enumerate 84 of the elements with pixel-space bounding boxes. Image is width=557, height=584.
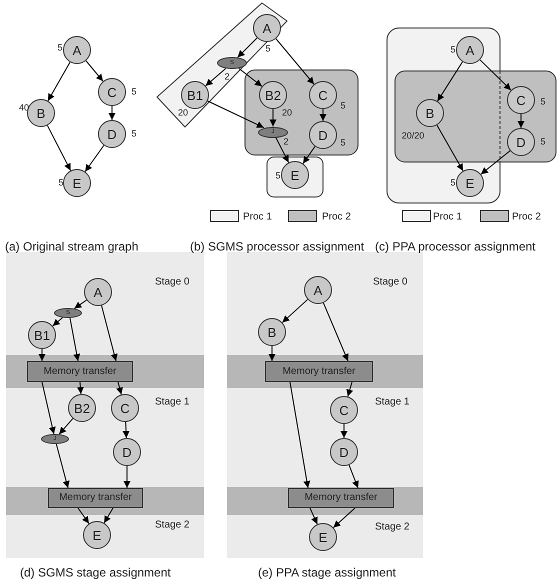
arrow bbox=[436, 124, 464, 172]
stage-label: Stage 2 bbox=[155, 520, 190, 530]
arrow bbox=[85, 60, 104, 82]
stage-label: Stage 1 bbox=[375, 396, 410, 408]
rate-label: 5 bbox=[540, 138, 546, 146]
arrow bbox=[42, 382, 56, 435]
arrow bbox=[104, 508, 114, 524]
transfer-box: Memory transfer bbox=[48, 488, 143, 508]
arrow bbox=[52, 317, 64, 326]
rate-label: 40 bbox=[19, 104, 29, 112]
node-circle: C bbox=[98, 78, 126, 106]
legend-label: Proc 1 bbox=[433, 212, 462, 222]
stage-label: Stage 0 bbox=[373, 276, 408, 288]
rate-label: 2 bbox=[284, 138, 288, 146]
legend-label: Proc 1 bbox=[243, 212, 272, 222]
node-circle: D bbox=[98, 120, 126, 148]
rate-label: 5 bbox=[340, 102, 346, 110]
arrow bbox=[237, 37, 258, 58]
arrow bbox=[78, 508, 90, 524]
rate-label: 20/20 bbox=[402, 132, 424, 140]
node-circle: E bbox=[63, 169, 91, 197]
stage-label: Stage 1 bbox=[155, 396, 190, 408]
caption: (e) PPA stage assignment bbox=[258, 566, 396, 580]
arrow bbox=[124, 466, 130, 488]
legend-label: Proc 2 bbox=[322, 212, 351, 222]
arrow bbox=[480, 59, 512, 91]
arrow bbox=[84, 144, 104, 172]
arrow bbox=[116, 382, 123, 395]
node-circle: B bbox=[27, 99, 55, 127]
caption: (b) SGMS processor assignment bbox=[190, 240, 364, 254]
arrow bbox=[108, 106, 116, 120]
rate-label: 2 bbox=[224, 72, 230, 82]
arrow bbox=[320, 108, 326, 122]
rate-label: 20 bbox=[178, 108, 188, 118]
arrow bbox=[268, 346, 276, 362]
arrow bbox=[275, 38, 315, 85]
stage-label: Stage 0 bbox=[155, 276, 190, 288]
arrow bbox=[46, 124, 72, 172]
rate-label: 5 bbox=[266, 44, 270, 54]
rate-label: 5 bbox=[132, 88, 136, 96]
arrow bbox=[322, 302, 348, 362]
arrow bbox=[58, 418, 74, 435]
arrow bbox=[346, 382, 354, 398]
arrow bbox=[270, 108, 276, 127]
arrow bbox=[518, 114, 524, 128]
arrow bbox=[122, 421, 130, 439]
arrow bbox=[290, 382, 310, 488]
arrow bbox=[340, 424, 348, 438]
arrow bbox=[282, 298, 308, 324]
transfer-box: Memory transfer bbox=[288, 488, 394, 508]
rate-label: 5 bbox=[450, 46, 456, 54]
rate-label: 5 bbox=[58, 178, 64, 188]
caption: (c) PPA processor assignment bbox=[375, 240, 536, 254]
arrow bbox=[205, 68, 226, 86]
node-circle: A bbox=[63, 36, 91, 64]
arrow bbox=[101, 305, 118, 362]
arrow bbox=[56, 443, 70, 488]
arrow bbox=[207, 100, 264, 128]
stage-label: Stage 2 bbox=[375, 522, 410, 532]
caption: (d) SGMS stage assignment bbox=[20, 566, 171, 580]
arrow bbox=[70, 318, 80, 362]
arrow bbox=[47, 62, 71, 102]
arrow bbox=[74, 300, 88, 310]
arrow bbox=[76, 382, 84, 395]
arrow bbox=[38, 348, 46, 362]
arrow bbox=[480, 150, 511, 175]
rate-label: 20 bbox=[282, 108, 292, 118]
arrow bbox=[437, 61, 463, 102]
rate-label: 5 bbox=[340, 138, 346, 148]
arrow bbox=[348, 464, 359, 488]
arrow bbox=[302, 146, 316, 164]
transfer-box: Memory transfer bbox=[27, 361, 133, 382]
arrow bbox=[275, 136, 290, 164]
arrow bbox=[238, 68, 262, 87]
transfer-box: Memory transfer bbox=[265, 361, 373, 382]
legend-label: Proc 2 bbox=[512, 212, 541, 222]
rate-label: 5 bbox=[450, 178, 456, 188]
rate-label: 5 bbox=[276, 172, 280, 180]
rate-label: 5 bbox=[540, 98, 546, 106]
rate-label: 5 bbox=[132, 130, 136, 138]
rate-label: 5 bbox=[58, 44, 62, 52]
caption: (a) Original stream graph bbox=[5, 240, 138, 254]
arrow bbox=[310, 508, 318, 525]
arrow bbox=[332, 508, 356, 528]
